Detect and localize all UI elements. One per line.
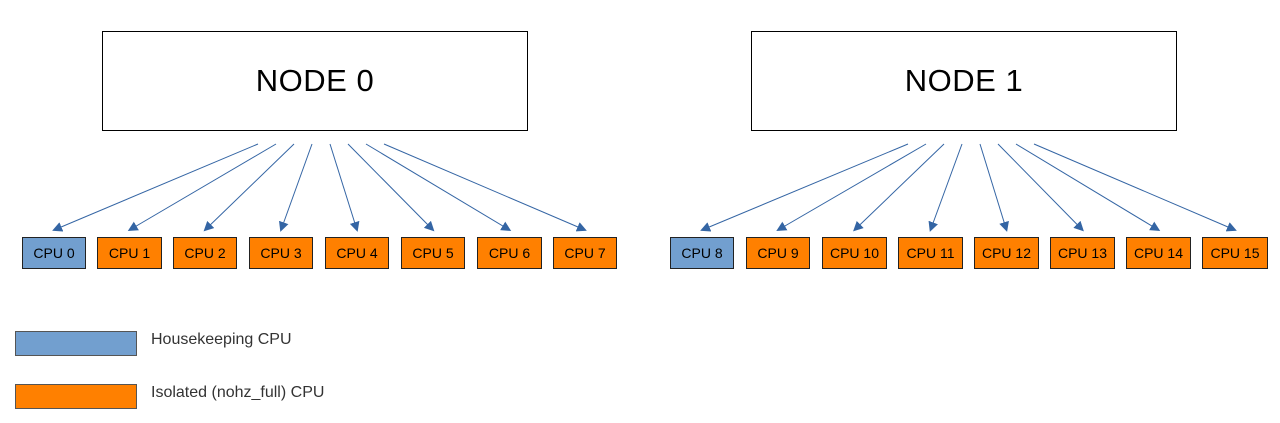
cpu-2-label: CPU 2: [184, 245, 226, 261]
cpu-8: CPU 8: [670, 237, 734, 269]
arrow-to-cpu-0: [52, 143, 259, 232]
legend-isolated-label: Isolated (nohz_full) CPU: [151, 384, 325, 401]
arrow-to-cpu-8: [700, 143, 909, 232]
cpu-7-label: CPU 7: [564, 245, 606, 261]
cpu-14-label: CPU 14: [1133, 245, 1184, 261]
cpu-6: CPU 6: [477, 237, 542, 269]
arrow-to-cpu-4: [329, 143, 360, 232]
cpu-11-label: CPU 11: [906, 245, 955, 261]
node-0-label: NODE 0: [255, 63, 375, 98]
cpu-13: CPU 13: [1050, 237, 1115, 269]
node-1-box: NODE 1: [751, 31, 1177, 131]
cpu-1: CPU 1: [97, 237, 162, 269]
legend-housekeeping-label: Housekeeping CPU: [151, 331, 292, 348]
cpu-6-label: CPU 6: [488, 245, 531, 261]
cpu-14: CPU 14: [1126, 237, 1191, 269]
cpu-12-label: CPU 12: [981, 245, 1032, 261]
cpu-3: CPU 3: [249, 237, 313, 269]
arrow-to-cpu-2: [203, 143, 295, 232]
cpu-8-label: CPU 8: [681, 245, 723, 261]
arrow-to-cpu-6: [365, 143, 512, 232]
node-0-box: NODE 0: [102, 31, 528, 131]
legend-housekeeping-swatch: [15, 331, 137, 356]
arrow-to-cpu-11: [928, 143, 963, 232]
cpu-5-label: CPU 5: [412, 245, 454, 261]
arrow-to-cpu-15: [1033, 143, 1237, 232]
arrow-to-cpu-7: [383, 143, 587, 232]
cpu-1-label: CPU 1: [108, 245, 151, 261]
cpu-12: CPU 12: [974, 237, 1039, 269]
legend-isolated-swatch: [15, 384, 137, 409]
cpu-13-label: CPU 13: [1057, 245, 1108, 261]
arrow-to-cpu-1: [127, 143, 277, 232]
cpu-11: CPU 11: [898, 237, 963, 269]
cpu-15-label: CPU 15: [1210, 245, 1260, 261]
cpu-4: CPU 4: [325, 237, 389, 269]
arrow-to-cpu-12: [979, 143, 1009, 232]
arrow-to-cpu-10: [853, 143, 945, 232]
cpu-0-label: CPU 0: [33, 245, 75, 261]
cpu-9-label: CPU 9: [757, 245, 799, 261]
cpu-5: CPU 5: [401, 237, 465, 269]
cpu-0: CPU 0: [22, 237, 86, 269]
cpu-7: CPU 7: [553, 237, 617, 269]
cpu-4-label: CPU 4: [336, 245, 378, 261]
node-1-label: NODE 1: [904, 63, 1024, 98]
arrow-to-cpu-14: [1015, 143, 1161, 232]
cpu-9: CPU 9: [746, 237, 810, 269]
cpu-10-label: CPU 10: [829, 245, 880, 261]
cpu-10: CPU 10: [822, 237, 887, 269]
arrow-to-cpu-3: [279, 143, 313, 232]
arrow-to-cpu-9: [776, 143, 927, 232]
cpu-15: CPU 15: [1202, 237, 1268, 269]
arrow-to-cpu-5: [347, 143, 435, 232]
arrow-to-cpu-13: [997, 143, 1084, 232]
cpu-2: CPU 2: [173, 237, 237, 269]
cpu-3-label: CPU 3: [260, 245, 302, 261]
